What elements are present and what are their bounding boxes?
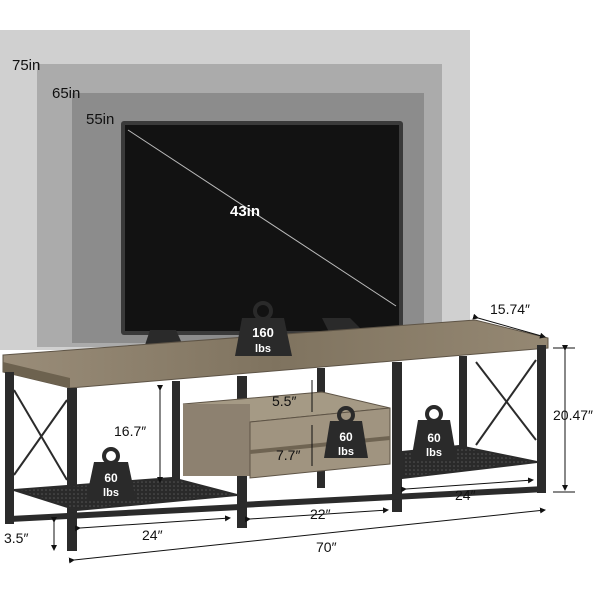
weight-badge-160: 160 lbs (235, 301, 292, 356)
dim-side-clearance: 16.7″ (114, 423, 146, 439)
label-75in: 75in (12, 57, 40, 74)
weight-unit-top: lbs (255, 343, 271, 355)
diagonal-line (127, 129, 397, 307)
weight-value-right: 60 (427, 431, 441, 445)
television: 43in (121, 121, 403, 348)
dim-foot-clearance: 3.5″ (4, 530, 28, 546)
dim-right-width: 24″ (455, 487, 476, 503)
weight-value-top: 160 (252, 325, 274, 340)
weight-unit-left: lbs (103, 487, 119, 499)
weight-value-drawer: 60 (339, 430, 353, 444)
dim-total-width: 70″ (316, 539, 337, 555)
dim-depth: 15.74″ (490, 301, 530, 317)
label-55in: 55in (86, 111, 114, 128)
dim-left-width: 24″ (142, 527, 163, 543)
dimension-lines (51, 313, 575, 564)
dim-lower-shelf-gap: 7.7″ (276, 447, 300, 463)
tv-screen (125, 125, 399, 331)
weight-badge-left-shelf: 60 lbs (86, 447, 136, 500)
weight-unit-drawer: lbs (338, 446, 354, 458)
dim-height: 20.47″ (553, 407, 593, 423)
dim-center-width: 22″ (310, 506, 331, 522)
label-43in: 43in (230, 203, 260, 220)
weight-unit-right: lbs (426, 447, 442, 459)
weight-badge-right-shelf: 60 lbs (411, 405, 457, 461)
dim-upper-shelf-gap: 5.5″ (272, 393, 296, 409)
weight-badge-drawer: 60 lbs (324, 406, 368, 458)
top-board-edge-left (3, 362, 70, 388)
label-65in: 65in (52, 85, 80, 102)
weight-value-left: 60 (104, 471, 118, 485)
drawer-left-panel (183, 404, 250, 476)
